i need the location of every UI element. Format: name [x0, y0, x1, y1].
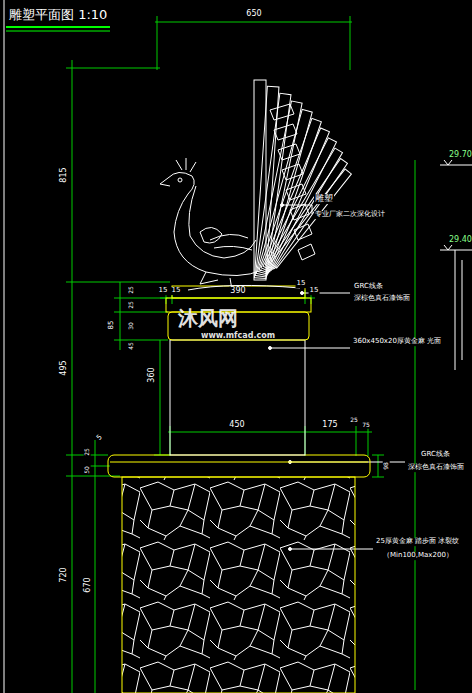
watermark: 沐风网 — [177, 307, 239, 329]
tail-plume — [294, 224, 312, 240]
dimension: 15 — [171, 287, 182, 295]
annotation: （Min100,Max200） — [382, 552, 454, 560]
dimension: 815 — [60, 166, 69, 183]
dimension: 45 — [128, 341, 135, 351]
tail-plume — [282, 164, 303, 180]
annotation: 专业厂家二次深化设计 — [314, 211, 386, 219]
peacock-tail — [254, 80, 351, 280]
annotation: GRC线条 — [420, 451, 451, 459]
dimension: 85 — [108, 320, 116, 331]
dimension: 75 — [361, 422, 371, 429]
dimension: 360 — [148, 366, 157, 383]
tail-plume — [270, 104, 294, 120]
elevation-mark: 29.70 — [448, 151, 472, 160]
annotation: 雕塑 — [314, 194, 334, 204]
annotation: 25厚黄金麻 踏步面 冰裂纹 — [375, 538, 460, 546]
dimension: 175 — [321, 421, 338, 430]
dimension: 495 — [60, 359, 69, 376]
dimension: 25 — [84, 447, 91, 457]
dimension: 30 — [128, 321, 135, 331]
annotation: 深棕色真石漆饰面 — [407, 464, 465, 472]
elevation-mark: 29.40 — [448, 236, 472, 245]
dimension-lines — [66, 16, 384, 693]
dimension: 650 — [245, 10, 262, 19]
annotation: 360x450x20厚黄金麻 光面 — [352, 338, 442, 346]
annotation: 深棕色真石漆饰面 — [353, 295, 411, 303]
dimension: 25 — [128, 285, 135, 295]
dimension: 390 — [229, 287, 246, 296]
tail-plume — [274, 124, 297, 140]
dimension: 15 — [296, 280, 307, 288]
annotation: GRC线条 — [353, 283, 384, 291]
peacock-body — [160, 158, 300, 290]
tail-plume — [290, 204, 309, 220]
watermark: www.mfcad.com — [200, 332, 276, 341]
tail-feather — [254, 80, 266, 280]
dimension: 15 — [309, 287, 320, 295]
dimension: 5 — [95, 433, 105, 443]
dimension: 98 — [383, 461, 390, 471]
dimension: 15 — [158, 287, 169, 295]
tail-plume — [286, 184, 306, 200]
adjacent-wall — [415, 160, 472, 690]
dimension: 670 — [84, 576, 93, 593]
drawing-title: 雕塑平面图 1:10 — [8, 8, 108, 22]
border — [4, 0, 5, 693]
title-underline — [6, 27, 110, 31]
dimension: 50 — [84, 465, 91, 475]
dimension: 25 — [128, 300, 135, 310]
dimension: 450 — [228, 421, 245, 430]
tail-plume — [298, 244, 315, 260]
dimension: 720 — [60, 566, 69, 583]
dimension: 25 — [349, 417, 359, 424]
tail-plume — [278, 144, 300, 160]
pedestal — [108, 286, 370, 693]
